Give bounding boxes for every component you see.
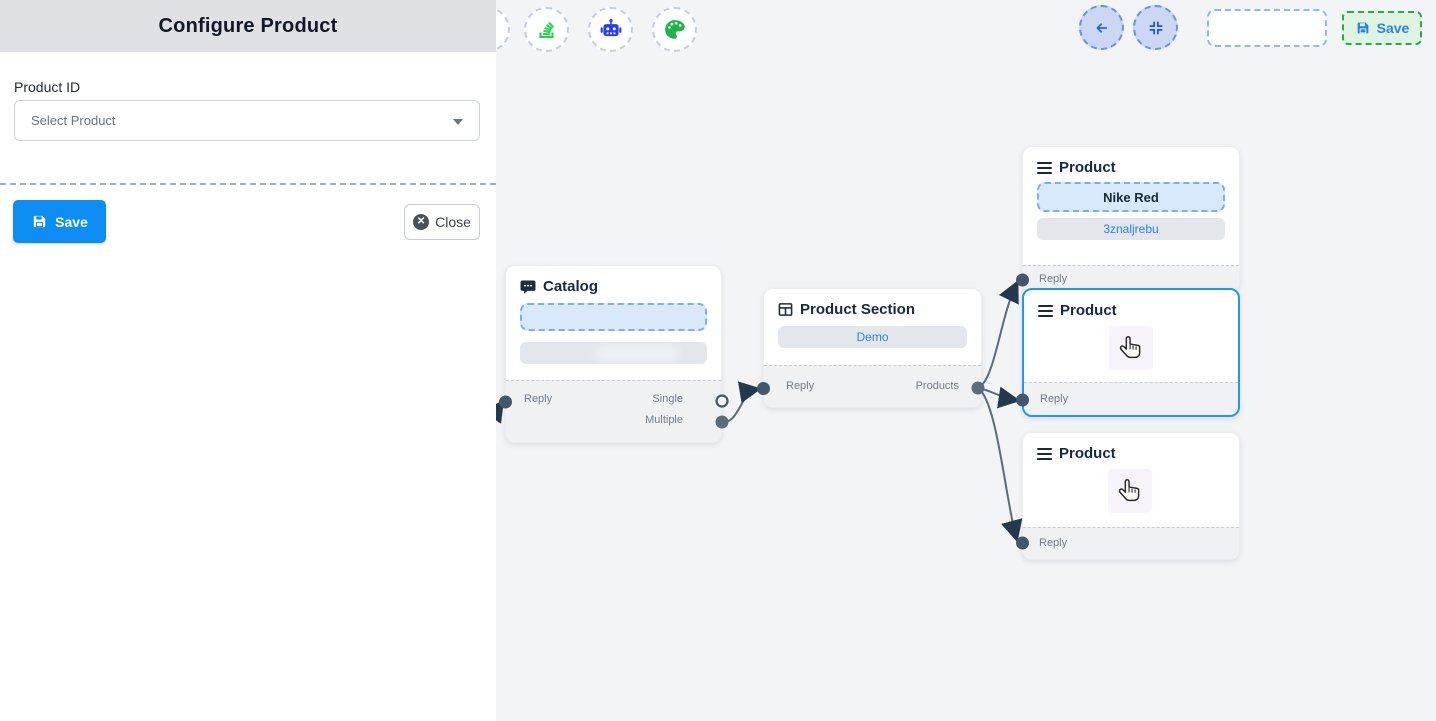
compress-icon [1148, 20, 1163, 35]
product-top-option-selected[interactable]: Nike Red [1037, 182, 1225, 212]
panel-save-label: Save [55, 213, 88, 230]
empty-dashed-button[interactable] [1207, 9, 1327, 47]
back-button[interactable] [1079, 5, 1124, 50]
toolbar-button-robot[interactable] [588, 7, 633, 52]
topbar-save-label: Save [1376, 20, 1410, 36]
node-product-top[interactable]: Product Nike Red 3znaljrebu Reply [1022, 146, 1240, 292]
product-section-demo-option[interactable]: Demo [778, 326, 967, 348]
product-section-reply-label: Reply [786, 380, 815, 392]
node-product-middle[interactable]: Product Reply [1022, 288, 1240, 417]
edge-catalog-multiple-to-product-section [721, 381, 762, 424]
configure-product-panel: Configure Product Product ID Select Prod… [0, 0, 496, 721]
edge-products-to-product-top [977, 280, 1019, 389]
edge-into-catalog-reply [496, 399, 505, 424]
product-top-reply-label: Reply [1039, 273, 1068, 285]
chat-bubble-icon [520, 280, 536, 294]
node-product-section-header: Product Section [764, 289, 981, 326]
node-product-middle-footer: Reply [1024, 382, 1238, 415]
catalog-single-label: Single [652, 393, 683, 405]
product-id-label: Product ID [14, 79, 81, 95]
edge-products-to-product-middle [977, 386, 1021, 409]
close-button[interactable]: ✕ Close [404, 204, 480, 240]
node-catalog-footer: Reply Single Multiple [506, 380, 721, 442]
product-top-option-id[interactable]: 3znaljrebu [1037, 218, 1225, 240]
catalog-highlighted-field[interactable] [520, 303, 707, 331]
product-select[interactable]: Select Product [14, 100, 480, 141]
menu-icon [1038, 304, 1053, 317]
cursor-hand-icon [1108, 469, 1152, 513]
node-product-middle-title: Product [1060, 302, 1117, 319]
panel-header: Configure Product [0, 0, 496, 52]
node-catalog-header: Catalog [506, 266, 721, 303]
product-select-value: Select Product [31, 113, 116, 128]
flow-canvas[interactable]: Save Catalog Reply Single Multiple Produ… [465, 0, 1436, 721]
node-product-bottom[interactable]: Product Reply [1022, 432, 1240, 560]
close-icon: ✕ [413, 214, 430, 230]
node-product-bottom-footer: Reply [1023, 527, 1239, 559]
panel-divider [0, 183, 496, 185]
node-catalog-title: Catalog [543, 278, 599, 295]
toolbar-button-stack[interactable] [524, 7, 569, 52]
toolbar-button-palette[interactable] [652, 7, 697, 52]
palette-icon [665, 20, 685, 39]
product-middle-reply-label: Reply [1040, 393, 1069, 405]
node-product-section-footer: Reply Products [764, 365, 981, 407]
chevron-down-icon [453, 119, 463, 125]
arrow-left-icon [1096, 22, 1107, 33]
node-product-top-footer: Reply [1023, 265, 1239, 291]
cursor-hand-icon [1109, 326, 1153, 370]
node-product-section[interactable]: Product Section Demo Reply Products [763, 288, 982, 408]
catalog-blurred-field[interactable] [520, 342, 707, 364]
catalog-multiple-label: Multiple [645, 414, 683, 426]
catalog-reply-label: Reply [524, 393, 553, 405]
node-catalog[interactable]: Catalog Reply Single Multiple [505, 265, 722, 443]
save-icon [1357, 22, 1368, 34]
menu-icon [1037, 161, 1052, 174]
node-product-section-title: Product Section [800, 301, 916, 318]
topbar-save-button[interactable]: Save [1342, 11, 1422, 45]
stack-icon [538, 21, 554, 38]
node-product-bottom-title: Product [1059, 445, 1116, 462]
table-icon [778, 303, 793, 316]
node-product-top-title: Product [1059, 159, 1116, 176]
save-icon [33, 215, 46, 228]
page-title: Configure Product [158, 14, 338, 37]
panel-save-button[interactable]: Save [13, 200, 106, 243]
menu-icon [1037, 447, 1052, 460]
product-section-products-label: Products [915, 380, 959, 392]
product-bottom-reply-label: Reply [1039, 537, 1068, 549]
fit-view-button[interactable] [1133, 5, 1178, 50]
node-product-bottom-header: Product [1023, 433, 1239, 470]
node-product-top-header: Product [1023, 147, 1239, 182]
node-product-middle-header: Product [1024, 290, 1238, 327]
robot-icon [600, 18, 621, 36]
edge-products-to-product-bottom [977, 387, 1023, 543]
close-label: Close [435, 214, 471, 230]
